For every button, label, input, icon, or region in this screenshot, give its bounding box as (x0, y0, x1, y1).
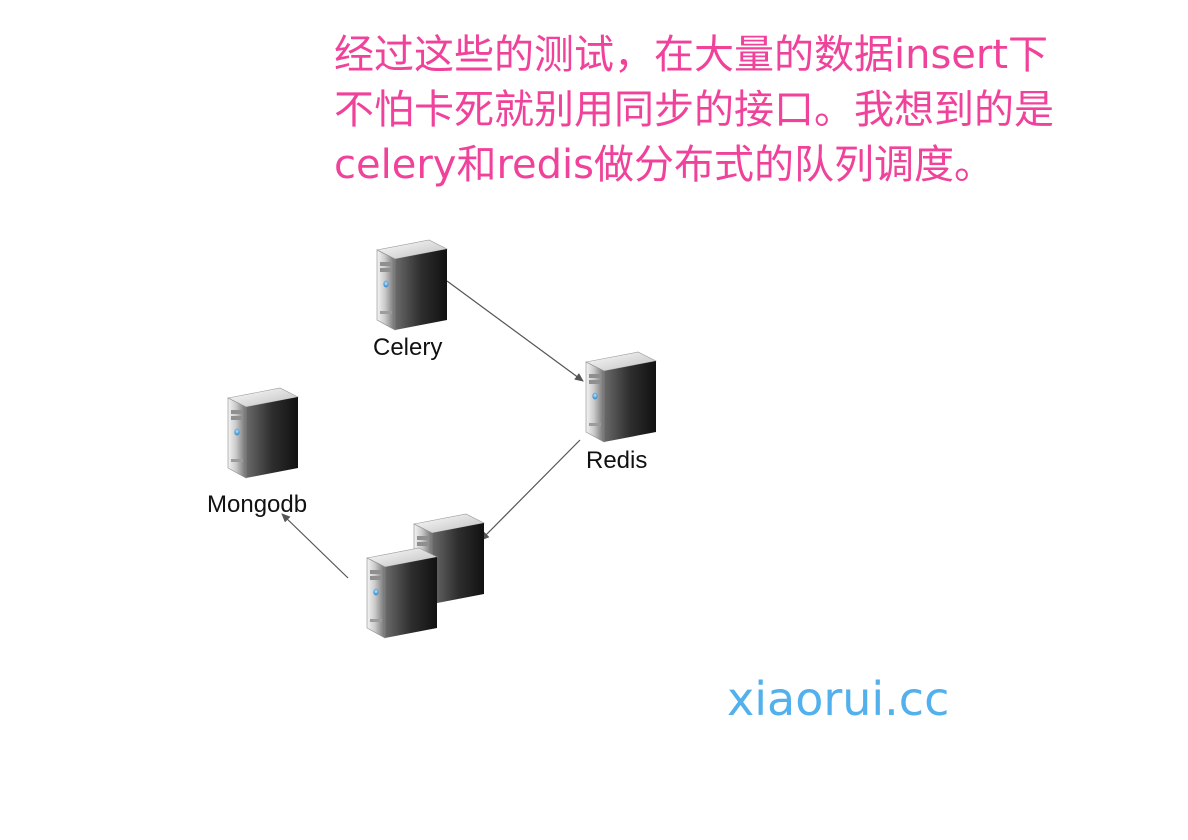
headline-line-1: 经过这些的测试，在大量的数据insert下 (334, 32, 1049, 78)
server-icon (585, 351, 657, 443)
server-icon (376, 239, 448, 331)
node-label-redis: Redis (586, 447, 648, 474)
server-cluster-icon (366, 513, 485, 639)
headline-line-3: celery和redis做分布式的队列调度。 (334, 142, 994, 188)
edge-workers-to-mongodb (281, 513, 349, 579)
node-label-celery: Celery (373, 334, 443, 361)
server-icon (227, 387, 299, 479)
node-label-mongodb: Mongodb (207, 491, 308, 518)
headline: 经过这些的测试，在大量的数据insert下 不怕卡死就别用同步的接口。我想到的是… (334, 28, 1154, 193)
edge-celery-to-redis (446, 280, 584, 382)
edge-redis-to-workers (480, 439, 581, 541)
headline-line-2: 不怕卡死就别用同步的接口。我想到的是 (334, 87, 1054, 133)
watermark: xiaorui.cc (727, 672, 950, 726)
